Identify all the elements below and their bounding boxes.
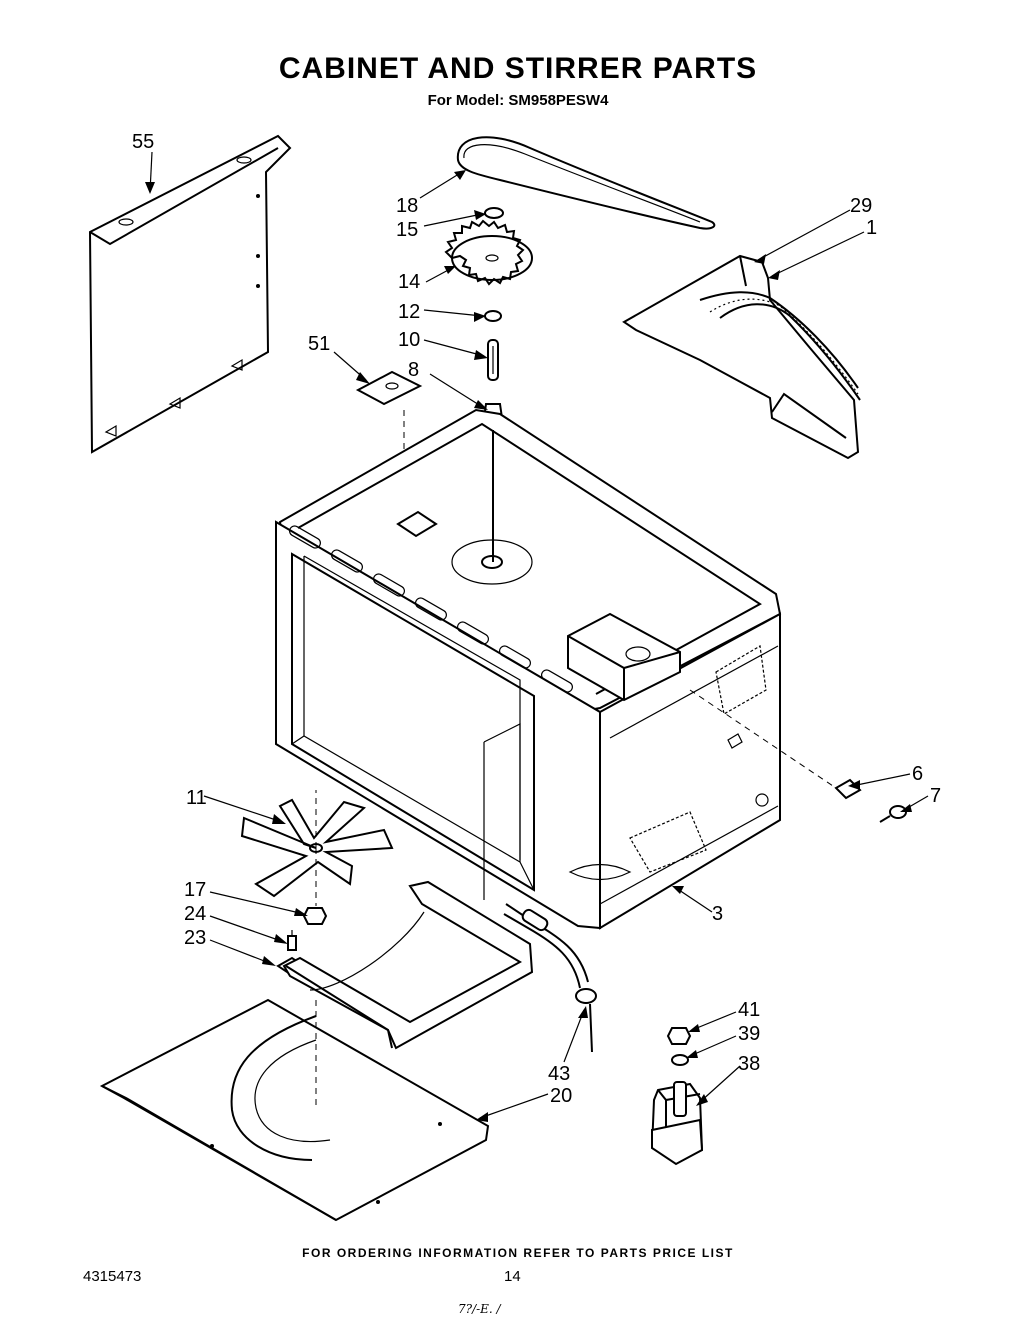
callout-14: 14 [398, 271, 420, 293]
part-15-clip [484, 207, 504, 219]
page-number: 14 [504, 1268, 521, 1285]
callout-55: 55 [132, 131, 154, 153]
part-39-washer [671, 1054, 689, 1066]
callout-23: 23 [184, 927, 206, 949]
callout-39: 39 [738, 1023, 760, 1045]
callout-12: 12 [398, 301, 420, 323]
part-7-screw [879, 805, 907, 823]
part-29-duct [622, 254, 861, 460]
callout-51: 51 [308, 333, 330, 355]
callout-15: 15 [396, 219, 418, 241]
part-24-stud [287, 930, 297, 951]
part-51-plate [355, 370, 423, 406]
part-43-sensor [503, 903, 597, 1053]
callout-18: 18 [396, 195, 418, 217]
callout-6: 6 [912, 763, 923, 785]
callout-3: 3 [712, 903, 723, 925]
leader-arrowheads [145, 170, 912, 1122]
callout-43: 43 [548, 1063, 570, 1085]
handwritten-stamp: 7?/-E. / [458, 1302, 501, 1316]
part-11-stirrer-blade [240, 798, 394, 898]
callout-29: 29 [850, 195, 872, 217]
callout-1: 1 [866, 217, 877, 239]
ordering-note: FOR ORDERING INFORMATION REFER TO PARTS … [302, 1246, 734, 1260]
document-number: 4315473 [83, 1268, 142, 1285]
callout-11: 11 [186, 787, 207, 809]
leader-lines [149, 151, 929, 1119]
part-41-nut [666, 1027, 692, 1045]
part-55-back-panel [88, 134, 292, 454]
part-14-stirrer-gear [444, 219, 533, 286]
callout-41: 41 [738, 999, 760, 1021]
callout-10: 10 [398, 329, 420, 351]
callout-17: 17 [184, 879, 206, 901]
part-20-bottom-plate [99, 998, 490, 1222]
callout-7: 7 [930, 785, 941, 807]
callout-38: 38 [738, 1053, 760, 1075]
page-title: CABINET AND STIRRER PARTS [278, 52, 758, 85]
stirrer-shield [282, 880, 534, 1050]
part-18-belt [456, 136, 716, 230]
model-subtitle: For Model: SM958PESW4 [427, 92, 609, 109]
part-12-washer [484, 310, 502, 322]
part-10-shaft [487, 339, 499, 381]
callout-8: 8 [408, 359, 419, 381]
part-3-cabinet [275, 408, 782, 930]
part-38-fuse-holder [650, 1081, 704, 1166]
callout-24: 24 [184, 903, 206, 925]
callout-20: 20 [550, 1085, 572, 1107]
